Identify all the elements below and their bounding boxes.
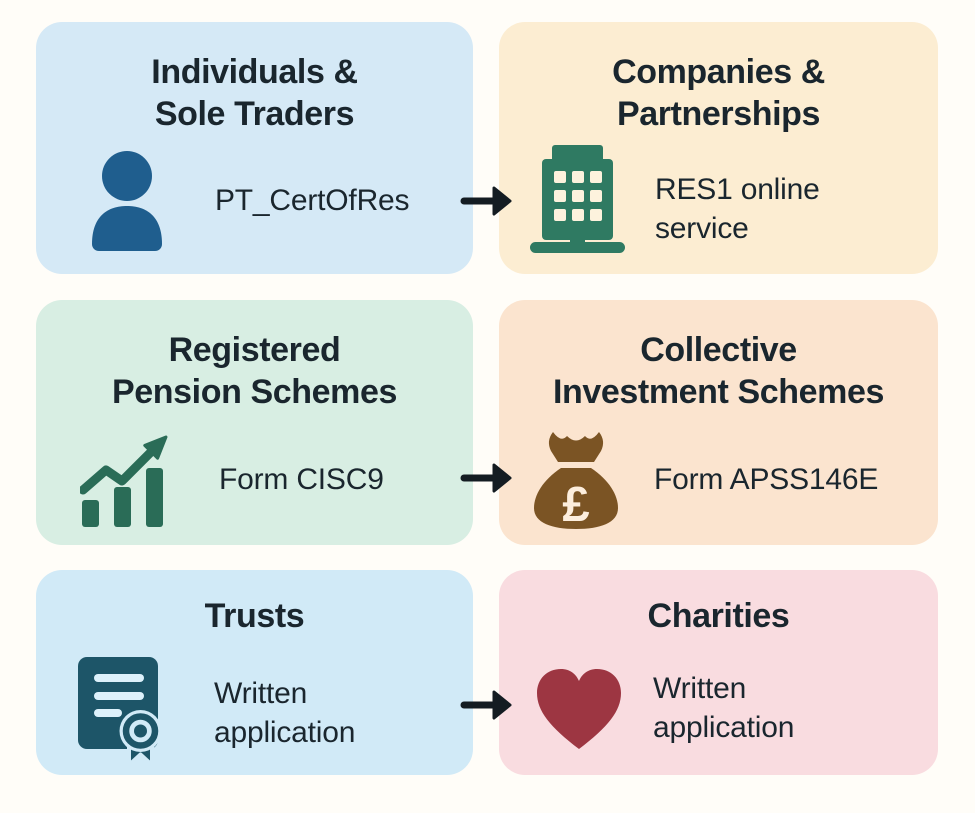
card-title: Collective Investment Schemes [499,300,938,413]
title-line: Partnerships [616,95,821,133]
card-label: Written application [653,669,794,747]
card-collective-investment-schemes: Collective Investment Schemes £ Form APS… [499,300,938,545]
card-registered-pension-schemes: Registered Pension Schemes Form CISC9 [36,300,473,545]
title-line: Collective [640,331,797,369]
title-line: Sole Traders [154,95,355,133]
card-label: Written application [214,674,355,752]
label-line: RES1 online [655,173,820,206]
label-line: application [214,716,356,749]
card-charities: Charities Written application [499,570,938,775]
label-line: Form CISC9 [219,463,384,496]
bar-chart-trend-icon [80,432,168,527]
heart-icon [535,667,623,749]
certificate-icon [78,657,160,769]
label-line: service [655,212,749,245]
label-line: Written [653,672,747,705]
card-label: Form CISC9 [219,460,384,499]
title-line: Charities [647,597,790,635]
arrow-right-icon [460,463,512,493]
card-title: Charities [499,570,938,637]
building-icon [530,145,625,253]
person-icon [85,149,169,251]
label-line: PT_CertOfRes [215,183,410,217]
card-title: Registered Pension Schemes [36,300,473,413]
title-line: Companies & [612,53,825,91]
card-label: PT_CertOfRes [215,181,410,220]
card-label: RES1 online service [655,170,820,248]
arrow-individuals-to-companies [460,183,513,219]
label-line: Form APSS146E [654,462,879,496]
arrow-trusts-to-charities [460,687,513,723]
arrow-right-icon [460,186,512,216]
label-line: application [653,711,795,744]
card-label: Form APSS146E [654,460,878,499]
title-line: Individuals & [151,53,358,91]
money-bag-icon: £ [530,429,622,529]
title-line: Investment Schemes [552,373,885,411]
card-individuals-sole-traders: Individuals & Sole Traders PT_CertOfRes [36,22,473,274]
arrow-right-icon [460,690,512,720]
arrow-pension-to-collective [460,460,513,496]
card-title: Individuals & Sole Traders [36,22,473,135]
title-line: Trusts [204,597,305,635]
label-line: Written [214,677,308,710]
card-companies-partnerships: Companies & Partnerships RES1 online [499,22,938,274]
card-title: Companies & Partnerships [499,22,938,135]
pound-symbol: £ [562,478,589,529]
title-line: Registered [168,331,341,369]
card-trusts: Trusts Written application [36,570,473,775]
title-line: Pension Schemes [111,373,397,411]
card-title: Trusts [36,570,473,637]
